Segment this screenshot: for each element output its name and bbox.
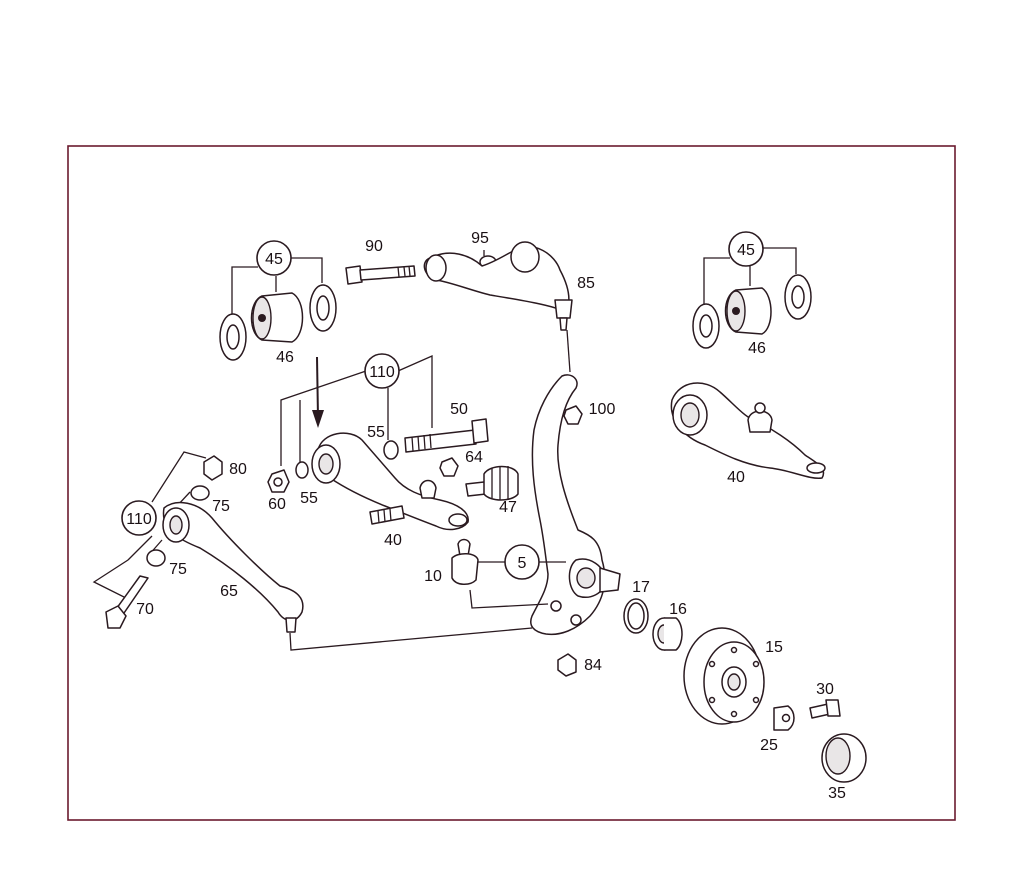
nut-64-and-joint-47: 64 47 [439, 449, 519, 516]
part-label-95: 95 [471, 230, 489, 247]
part-label-46: 46 [748, 340, 766, 357]
hub-small-parts: 25 30 35 [760, 681, 867, 802]
callout-45-right [728, 231, 764, 267]
label-45-left: 45 [265, 251, 283, 268]
part-label-75: 75 [169, 561, 187, 578]
part-label-25: 25 [760, 737, 778, 754]
part-label-30: 30 [816, 681, 834, 698]
callout-110-upper [364, 353, 400, 389]
part-label-45: 45 [737, 242, 755, 259]
part-label-75: 75 [212, 498, 230, 515]
lower-arm-center: 40 [311, 432, 469, 549]
bolt-90: 90 [345, 238, 416, 285]
lower-arm-right: 40 [670, 382, 826, 486]
part-label-10: 10 [424, 568, 442, 585]
part-label-50: 50 [450, 401, 468, 418]
part-label-85: 85 [577, 275, 595, 292]
part-label-47: 47 [499, 499, 517, 516]
part-label-110: 110 [126, 511, 152, 528]
seal-and-bearing: 17 16 [623, 579, 687, 651]
diagram-frame [67, 145, 956, 821]
label-46-left: 46 [276, 349, 294, 366]
part-label-65: 65 [220, 583, 238, 600]
part-label-70: 70 [136, 601, 154, 618]
part-label-35: 35 [828, 785, 846, 802]
part-label-55: 55 [367, 424, 385, 441]
part-label-40: 40 [727, 469, 745, 486]
part-label-80: 80 [229, 461, 247, 478]
callout-5 [504, 544, 540, 580]
part-label-17: 17 [632, 579, 650, 596]
nut-84: 84 [557, 653, 602, 677]
callout-45-left [256, 240, 292, 276]
part-label-55: 55 [300, 490, 318, 507]
bushing-group-left: 45 46 [219, 240, 337, 366]
part-label-40: 40 [384, 532, 402, 549]
wheel-hub: 15 [683, 627, 783, 725]
part-label-60: 60 [268, 496, 286, 513]
part-label-90: 90 [365, 238, 383, 255]
part-label-15: 15 [765, 639, 783, 656]
lower-arm-left: 110 80 75 75 70 65 [92, 451, 304, 633]
part-label-5: 5 [518, 555, 527, 572]
part-label-84: 84 [584, 657, 602, 674]
part-label-64: 64 [465, 449, 483, 466]
part-label-100: 100 [589, 401, 616, 418]
steering-knuckle: 100 [530, 329, 621, 636]
direction-arrow [312, 356, 324, 428]
part-label-110: 110 [369, 364, 395, 381]
upper-control-arm: 95 85 [423, 230, 595, 331]
callout-5-group: 5 10 [424, 538, 566, 609]
part-label-16: 16 [669, 601, 687, 618]
callout-110-upper-group: 110 55 50 60 55 [267, 353, 489, 513]
bushing-group-right: 45 46 [692, 231, 812, 357]
callout-110-lower [121, 500, 157, 536]
leader-line-65 [289, 627, 533, 651]
